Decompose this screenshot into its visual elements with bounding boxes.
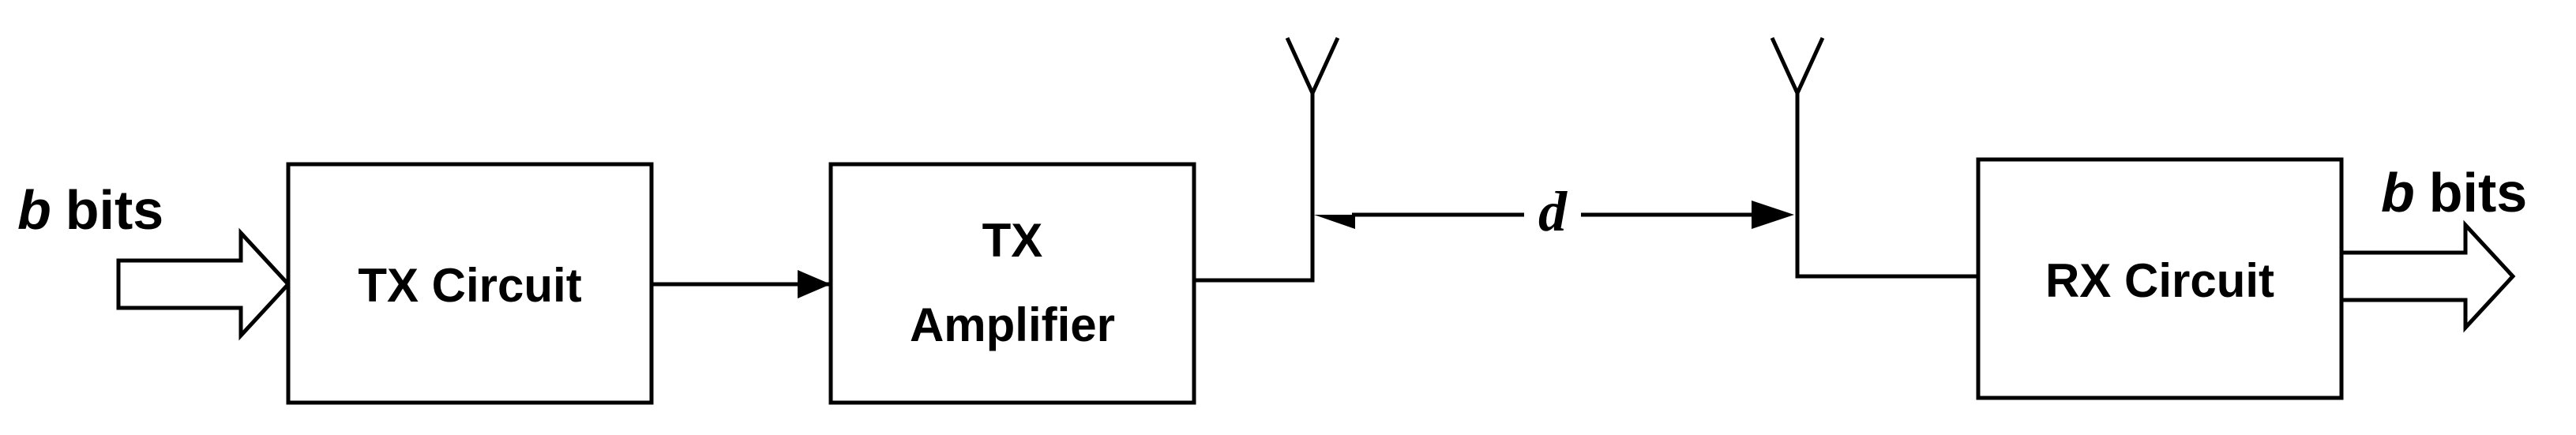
input-bits-variable: b bbox=[17, 179, 51, 241]
distance-arrowhead-left bbox=[1314, 201, 1355, 229]
output-hollow-arrow bbox=[2339, 219, 2516, 333]
rx-antenna-icon bbox=[1770, 36, 1825, 95]
input-hollow-arrow bbox=[116, 227, 291, 341]
output-bits-variable: b bbox=[2381, 162, 2415, 223]
distance-arrowhead-right bbox=[1752, 201, 1794, 229]
output-bits-unit: bits bbox=[2429, 162, 2527, 223]
tx-amplifier-label-line2: Amplifier bbox=[910, 298, 1115, 351]
tx-antenna-icon bbox=[1285, 36, 1340, 95]
tx-circuit-to-amplifier-arrowhead bbox=[798, 270, 831, 298]
tx-antenna-feed-wire bbox=[1194, 93, 1315, 283]
input-bits-unit: bits bbox=[66, 179, 163, 241]
rx-antenna-feed-wire bbox=[1795, 93, 1978, 279]
distance-label: d bbox=[1538, 180, 1568, 243]
tx-amplifier-block bbox=[828, 162, 1196, 405]
rx-circuit-block bbox=[1976, 157, 2344, 400]
rx-circuit-label: RX Circuit bbox=[2045, 254, 2274, 307]
tx-circuit-block bbox=[286, 162, 654, 405]
tx-circuit-label: TX Circuit bbox=[358, 259, 581, 312]
tx-amplifier-label-line1: TX bbox=[982, 214, 1043, 267]
